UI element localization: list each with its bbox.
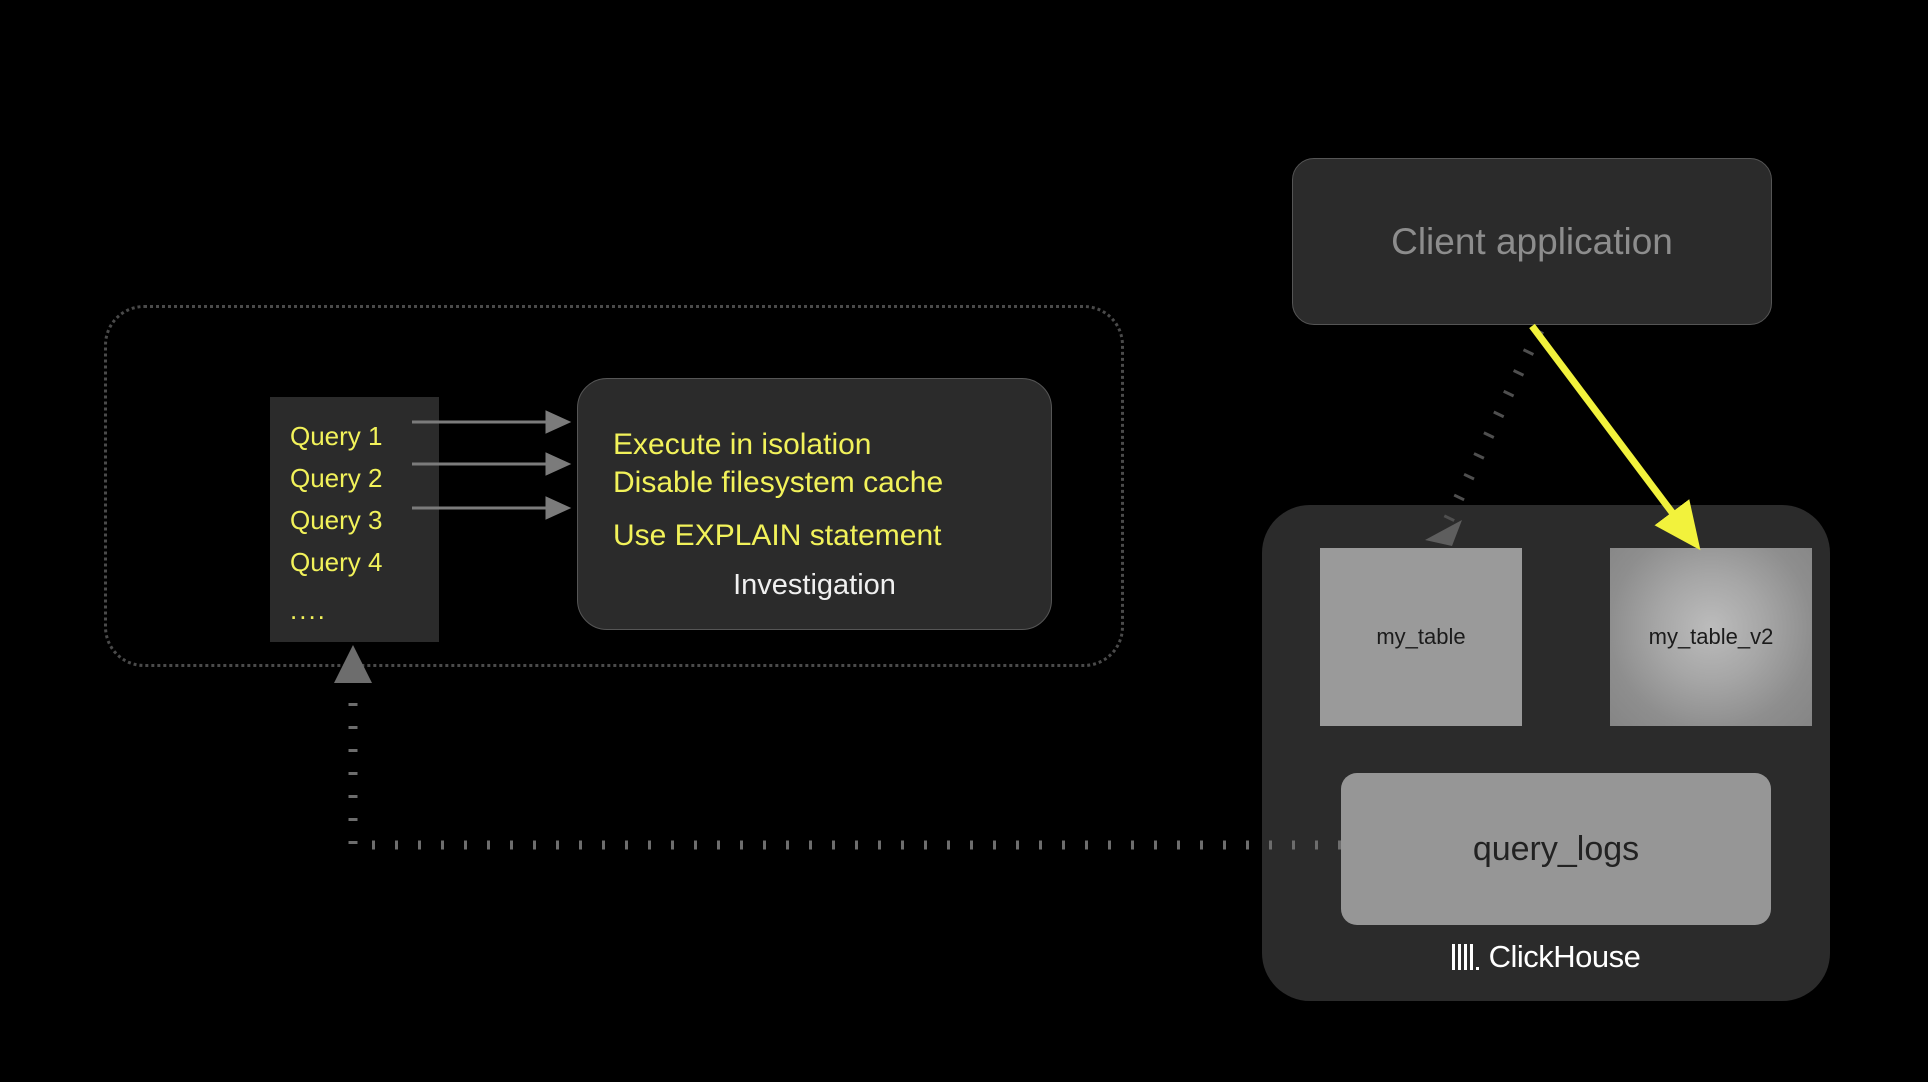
investigation-step: Execute in isolation [613,428,872,461]
investigation-caption: Investigation [733,569,896,601]
list-item: Query 3 [290,505,383,535]
table-query-logs: query_logs [1341,773,1771,925]
connector-query-logs-to-query-list [348,665,1341,850]
investigation-step: Use EXPLAIN statement [613,519,942,552]
investigation-step: Disable filesystem cache [613,466,944,499]
list-item: Query 2 [290,463,383,493]
clickhouse-wordmark: ClickHouse [1488,939,1641,974]
clickhouse-bars-logo-icon [1451,944,1479,970]
connector-client-to-my-table [1441,327,1544,528]
investigation-panel: Execute in isolation Disable filesystem … [577,378,1052,630]
client-application-box: Client application [1292,158,1772,325]
query-list-panel: Query 1 Query 2 Query 3 Query 4 .... [270,397,439,642]
table-my-table-v2-label: my_table_v2 [1648,624,1774,649]
list-item: Query 1 [290,421,383,451]
list-item-ellipsis: .... [290,595,327,625]
table-my-table-label: my_table [1376,624,1466,649]
list-item: Query 4 [290,547,383,577]
table-my-table-v2: my_table_v2 [1610,548,1812,726]
client-application-label: Client application [1391,220,1673,262]
table-my-table: my_table [1320,548,1522,726]
clickhouse-logo: ClickHouse [1262,939,1830,975]
query-logs-label: query_logs [1472,829,1640,868]
clickhouse-panel: my_table my_table_v2 query_logs ClickHou… [1262,505,1830,1001]
